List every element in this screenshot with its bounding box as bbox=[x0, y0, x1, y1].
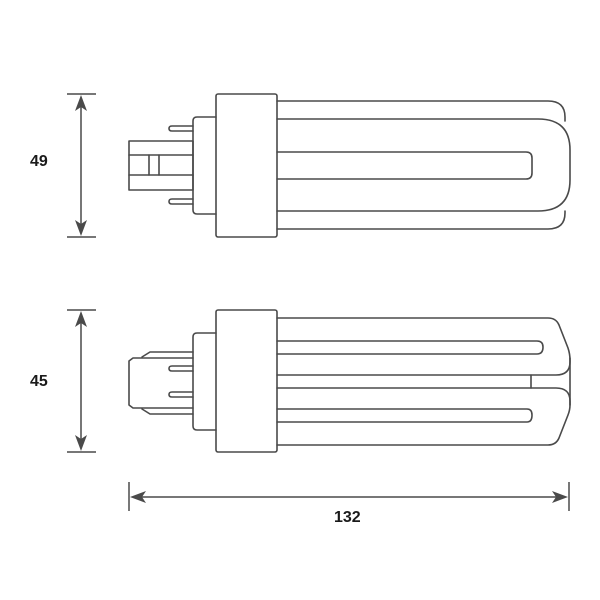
arrow-down-icon bbox=[75, 220, 87, 236]
arrow-up-icon bbox=[75, 311, 87, 327]
arrow-right-icon bbox=[552, 491, 568, 503]
top-view-lamp bbox=[128, 93, 571, 238]
top-front-u-tube bbox=[276, 118, 571, 212]
side-upper-slot bbox=[276, 340, 544, 355]
dimension-49 bbox=[67, 93, 96, 238]
side-collar bbox=[215, 309, 278, 453]
side-pin-upper bbox=[168, 365, 194, 372]
top-collar bbox=[215, 93, 278, 238]
side-lower-slot bbox=[276, 408, 533, 423]
dimension-label-45: 45 bbox=[30, 373, 48, 390]
side-lower-tube bbox=[276, 387, 571, 446]
side-plug bbox=[128, 357, 194, 409]
arrow-up-icon bbox=[75, 95, 87, 111]
top-plug bbox=[128, 140, 194, 191]
arrow-down-icon bbox=[75, 435, 87, 451]
top-pin-lower bbox=[168, 198, 194, 205]
arrow-left-icon bbox=[130, 491, 146, 503]
dimension-label-49: 49 bbox=[30, 153, 48, 170]
side-upper-tube bbox=[276, 317, 571, 376]
dimension-132 bbox=[128, 482, 570, 511]
side-view-lamp bbox=[128, 309, 571, 453]
top-pin-upper bbox=[168, 125, 194, 132]
dimension-45 bbox=[67, 309, 96, 453]
top-flange bbox=[192, 116, 217, 215]
side-pin-lower bbox=[168, 391, 194, 398]
side-flange bbox=[192, 332, 217, 431]
dimension-label-132: 132 bbox=[334, 509, 361, 526]
top-inner-slot bbox=[276, 151, 533, 180]
top-back-tube bbox=[276, 100, 566, 230]
